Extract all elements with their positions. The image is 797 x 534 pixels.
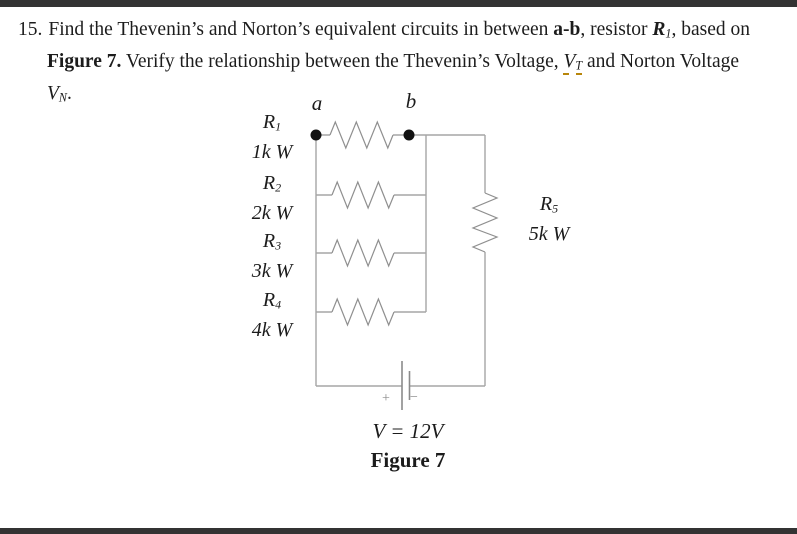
- problem-text: , resistor: [580, 19, 653, 40]
- battery-minus-sign: −: [410, 390, 418, 405]
- problem-text: Find the Thevenin’s and Norton’s equival…: [48, 19, 554, 40]
- resistor-value: 1k W: [251, 140, 293, 163]
- norton-voltage-symbol: V: [47, 83, 59, 105]
- problem-line-1: 15.Find the Thevenin’s and Norton’s equi…: [18, 16, 750, 48]
- resistor-r3-label: R3 3k W: [239, 229, 305, 284]
- thevenin-voltage-symbol: VT: [563, 51, 583, 76]
- terminal-ab-label: a-b: [553, 19, 581, 40]
- resistor-name: R1: [262, 111, 282, 134]
- problem-line-2: Figure 7. Verify the relationship betwee…: [47, 48, 750, 80]
- resistor-r1-ref: R: [652, 19, 666, 40]
- resistor-r1-label: R1 1k W: [239, 110, 305, 165]
- resistor-value: 2k W: [251, 201, 293, 224]
- problem-text: Verify the relationship between the Thev…: [121, 51, 564, 73]
- resistor-name: R2: [262, 172, 282, 195]
- resistor-r5-label: R5 5k W: [513, 192, 585, 247]
- node-b-label: b: [405, 89, 417, 113]
- resistor-name: R3: [262, 230, 282, 253]
- resistor-name: R4: [262, 289, 282, 312]
- resistor-value: 5k W: [528, 222, 570, 245]
- resistor-r5-zigzag: [471, 192, 499, 253]
- resistor-name: R5: [539, 193, 559, 216]
- node-a-dot: [310, 129, 322, 141]
- resistor-value: 3k W: [251, 259, 293, 282]
- resistor-r2-zigzag: [331, 180, 395, 210]
- problem-number: 15.: [18, 19, 43, 40]
- problem-statement: 15.Find the Thevenin’s and Norton’s equi…: [18, 16, 750, 112]
- resistor-r3-zigzag: [331, 238, 395, 268]
- node-a-label: a: [311, 91, 323, 115]
- problem-text: , based on: [671, 19, 750, 40]
- problem-line-3: VN.: [47, 83, 72, 105]
- resistor-value: 4k W: [251, 318, 293, 341]
- bottom-border-bar: [0, 528, 797, 534]
- resistor-r4-label: R4 4k W: [239, 288, 305, 343]
- resistor-r1-ref-sub: 1: [665, 26, 672, 41]
- battery-plus-sign: +: [382, 391, 390, 406]
- top-border-bar: [0, 0, 797, 7]
- resistor-r1-zigzag: [329, 120, 394, 150]
- problem-text: and Norton Voltage: [582, 51, 740, 73]
- circuit-wires: [315, 134, 486, 387]
- figure-ref: Figure 7.: [47, 51, 122, 73]
- resistor-r4-zigzag: [331, 297, 395, 327]
- resistor-r2-label: R2 2k W: [239, 171, 305, 226]
- node-b-dot: [403, 129, 415, 141]
- figure-caption: Figure 7: [370, 448, 446, 472]
- voltage-source-label: V = 12V: [372, 419, 444, 443]
